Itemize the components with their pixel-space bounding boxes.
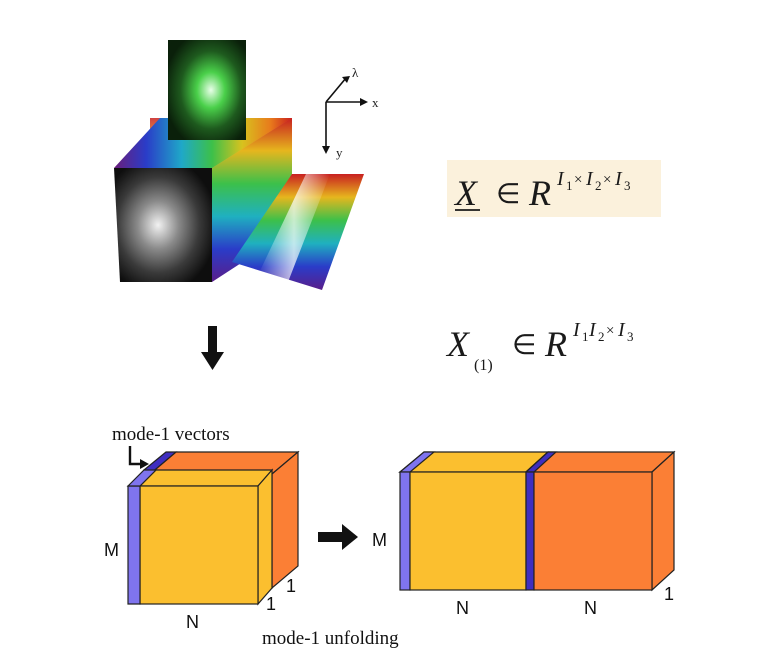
cube-1-label-bottom: 1 xyxy=(266,594,276,614)
tensor-exp-sub1: 1 xyxy=(566,178,573,193)
unfold-1-label: 1 xyxy=(664,584,674,604)
unfold-front-orange xyxy=(533,471,653,591)
unfolded-subscript: (1) xyxy=(474,357,493,374)
tensor-exp-I1: I xyxy=(556,168,565,190)
unfolded-exp-sub3: 3 xyxy=(627,329,634,344)
unfold-right-side xyxy=(651,450,675,592)
cube-1-label-side: 1 xyxy=(286,576,296,596)
cube-M-label: M xyxy=(104,540,119,560)
tensor-cube xyxy=(126,450,300,606)
cube-N-label: N xyxy=(186,612,199,632)
cube-orange-side xyxy=(271,450,299,590)
unfold-N-label-right: N xyxy=(584,598,597,618)
unfold-front-yellow xyxy=(409,471,527,591)
right-arrow xyxy=(318,524,358,550)
mode1-vectors-label: mode-1 vectors xyxy=(112,424,230,445)
down-arrow xyxy=(201,326,224,370)
tensor-exp-times2: × xyxy=(603,172,611,188)
unfolded-exp-I1: I xyxy=(572,319,581,341)
unfolded-formula: X (1) ∈ R I 1 I 2 × I 3 xyxy=(445,319,634,374)
unfolded-exp-sub2: 2 xyxy=(598,329,605,344)
axis-x-label: x xyxy=(372,95,379,110)
unfold-front-blue-stripe xyxy=(399,471,411,591)
axis-y-label: y xyxy=(336,145,343,160)
unfold-N-label-left: N xyxy=(456,598,469,618)
unfolded-exp-times: × xyxy=(606,323,614,339)
cube-front-face-image xyxy=(114,168,212,282)
axis-indicator: λ x y xyxy=(322,65,379,160)
tensor-exp-I3: I xyxy=(614,168,623,190)
unfolded-exp-sub1: 1 xyxy=(582,329,589,344)
mode1-vectors-hook-arrow xyxy=(128,446,149,469)
tensor-exp-I2: I xyxy=(585,168,594,190)
unfolded-member: ∈ xyxy=(512,330,536,361)
unfolded-space: R xyxy=(544,324,567,364)
axis-lambda-label: λ xyxy=(352,65,359,80)
tensor-formula: X ∈ R I 1 × I 2 × I 3 xyxy=(453,168,631,213)
tensor-exp-sub2: 2 xyxy=(595,178,602,193)
green-band-image xyxy=(168,40,246,140)
cube-top-face xyxy=(114,118,292,168)
cube-blue-stripe-top xyxy=(126,469,158,487)
tensor-exp-sub3: 3 xyxy=(624,178,631,193)
hyperspectral-cube-illustration xyxy=(114,40,364,290)
unfold-M-label: M xyxy=(372,530,387,550)
tensor-symbol: X xyxy=(453,173,479,213)
tensor-member: ∈ xyxy=(496,179,520,210)
cube-yellow-front xyxy=(139,485,259,605)
unfold-front-dark-stripe xyxy=(525,471,535,591)
unfolded-exp-I3: I xyxy=(617,319,626,341)
cube-blue-stripe-front xyxy=(127,485,141,605)
cube-yellow-side xyxy=(257,468,273,606)
tensor-space: R xyxy=(528,173,551,213)
mode1-unfolding-label: mode-1 unfolding xyxy=(262,628,399,649)
unfolded-exp-I2: I xyxy=(588,319,597,341)
unfolded-matrix xyxy=(398,450,676,592)
spectral-floor-glow xyxy=(258,174,330,282)
unfolded-symbol: X xyxy=(445,324,471,364)
cube-yellow-top xyxy=(138,469,274,487)
tensor-exp-times1: × xyxy=(574,172,582,188)
tensor-formula-background xyxy=(447,160,661,217)
